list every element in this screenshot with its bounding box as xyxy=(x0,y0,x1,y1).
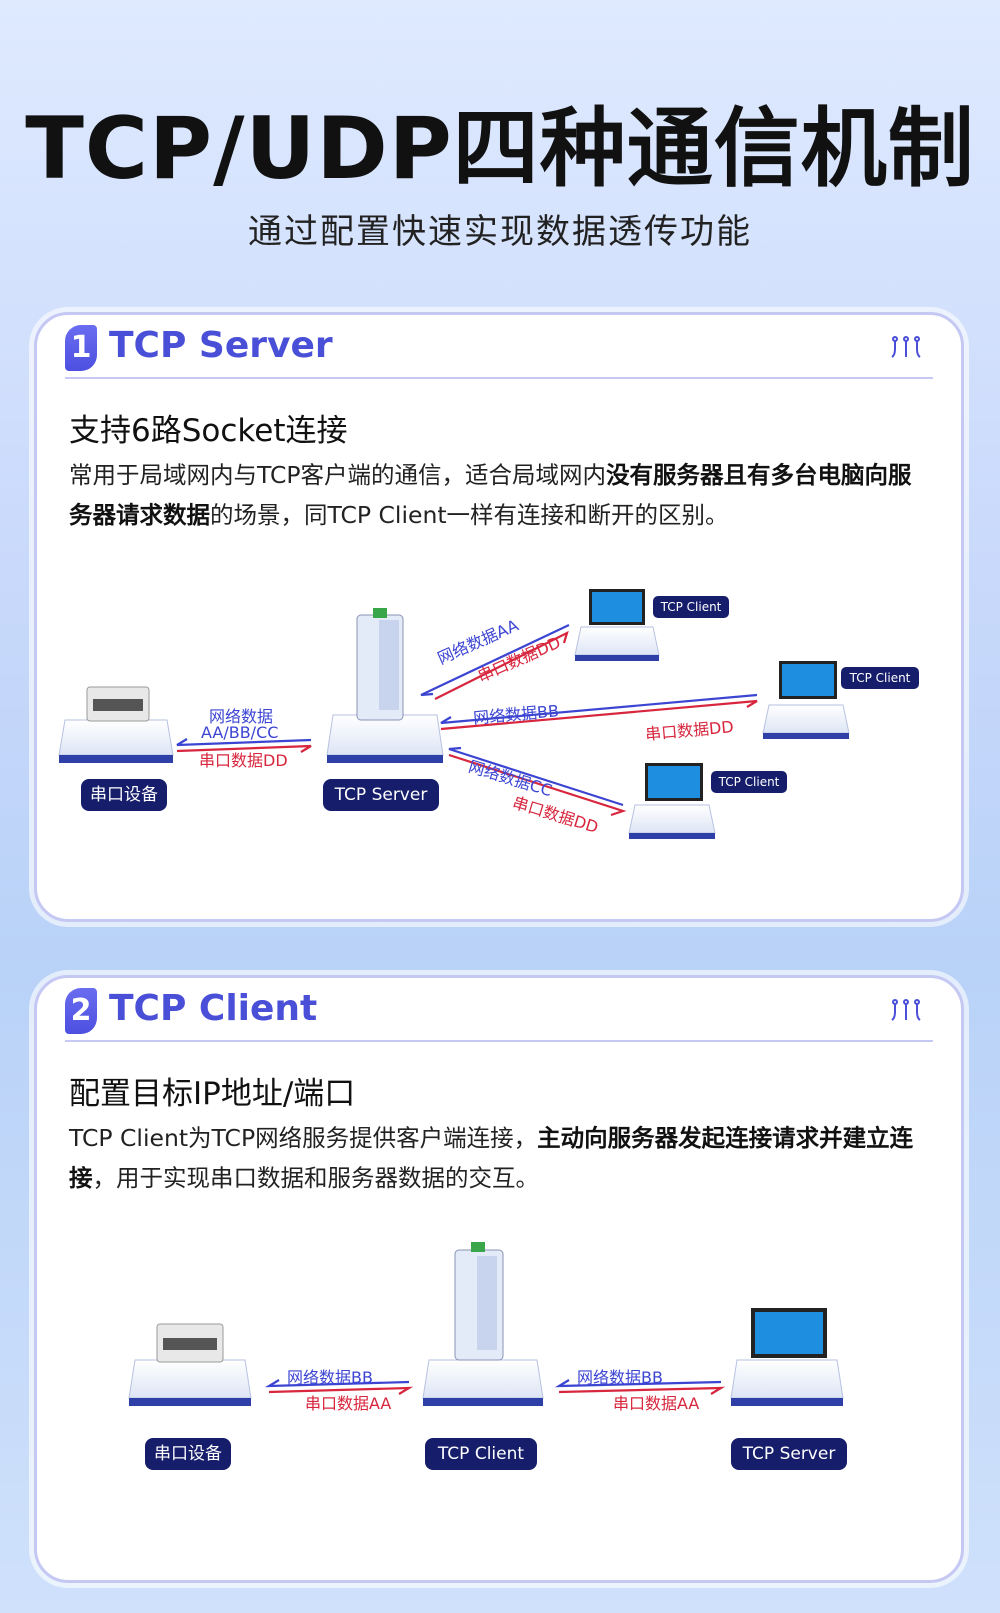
section-heading: 支持6路Socket连接 xyxy=(69,413,348,449)
server-label: TCP Server xyxy=(731,1438,847,1470)
link-label: 串口数据DD xyxy=(199,751,288,770)
client-label: TCP Client xyxy=(653,596,729,618)
tcp-server-card: 1 TCP Server 支持6路Socket连接 常用于局域网内与TCP客户端… xyxy=(34,312,964,922)
card-number: 2 xyxy=(65,988,97,1034)
page-subtitle: 通过配置快速实现数据透传功能 xyxy=(248,212,752,252)
network-icon xyxy=(891,999,921,1021)
server-device-icon xyxy=(326,608,444,763)
link-label: 网络数据BB xyxy=(287,1368,373,1387)
card-number: 1 xyxy=(65,325,97,371)
server-computer-icon xyxy=(730,1308,844,1406)
network-icon xyxy=(891,336,921,358)
tcp-server-diagram xyxy=(58,589,850,839)
link-label: 串口数据AA xyxy=(305,1394,392,1413)
client-label: TCP Client xyxy=(425,1438,537,1470)
link-label: 网络数据BB xyxy=(577,1368,663,1387)
serial-device-icon xyxy=(58,686,174,763)
client-computer-icon xyxy=(628,763,716,839)
tcp-client-card: 2 TCP Client 配置目标IP地址/端口 TCP Client为TCP网… xyxy=(34,975,964,1583)
section-heading: 配置目标IP地址/端口 xyxy=(69,1076,356,1112)
page-title: TCP/UDP四种通信机制 xyxy=(25,99,975,199)
section-description: 常用于局域网内与TCP客户端的通信，适合局域网内没有服务器且有多台电脑向服务器请… xyxy=(69,461,912,529)
card-divider xyxy=(65,1040,933,1042)
link-label: AA/BB/CC xyxy=(201,723,279,742)
link-label: 网络数据 xyxy=(209,707,274,726)
server-label: TCP Server xyxy=(323,779,439,811)
serial-device-label: 串口设备 xyxy=(81,779,167,811)
link-label: 串口数据AA xyxy=(613,1394,700,1413)
tcp-client-diagram xyxy=(128,1242,844,1406)
client-device-icon xyxy=(422,1242,544,1406)
serial-device-icon xyxy=(128,1323,252,1406)
serial-device-label: 串口设备 xyxy=(145,1438,231,1470)
card-divider xyxy=(65,377,933,379)
card-title: TCP Server xyxy=(109,325,333,366)
client-label: TCP Client xyxy=(841,667,919,689)
client-label: TCP Client xyxy=(711,771,787,793)
client-computer-icon xyxy=(574,589,660,661)
card-title: TCP Client xyxy=(109,988,318,1029)
section-description: TCP Client为TCP网络服务提供客户端连接，主动向服务器发起连接请求并建… xyxy=(69,1124,914,1192)
client-computer-icon xyxy=(762,661,850,739)
